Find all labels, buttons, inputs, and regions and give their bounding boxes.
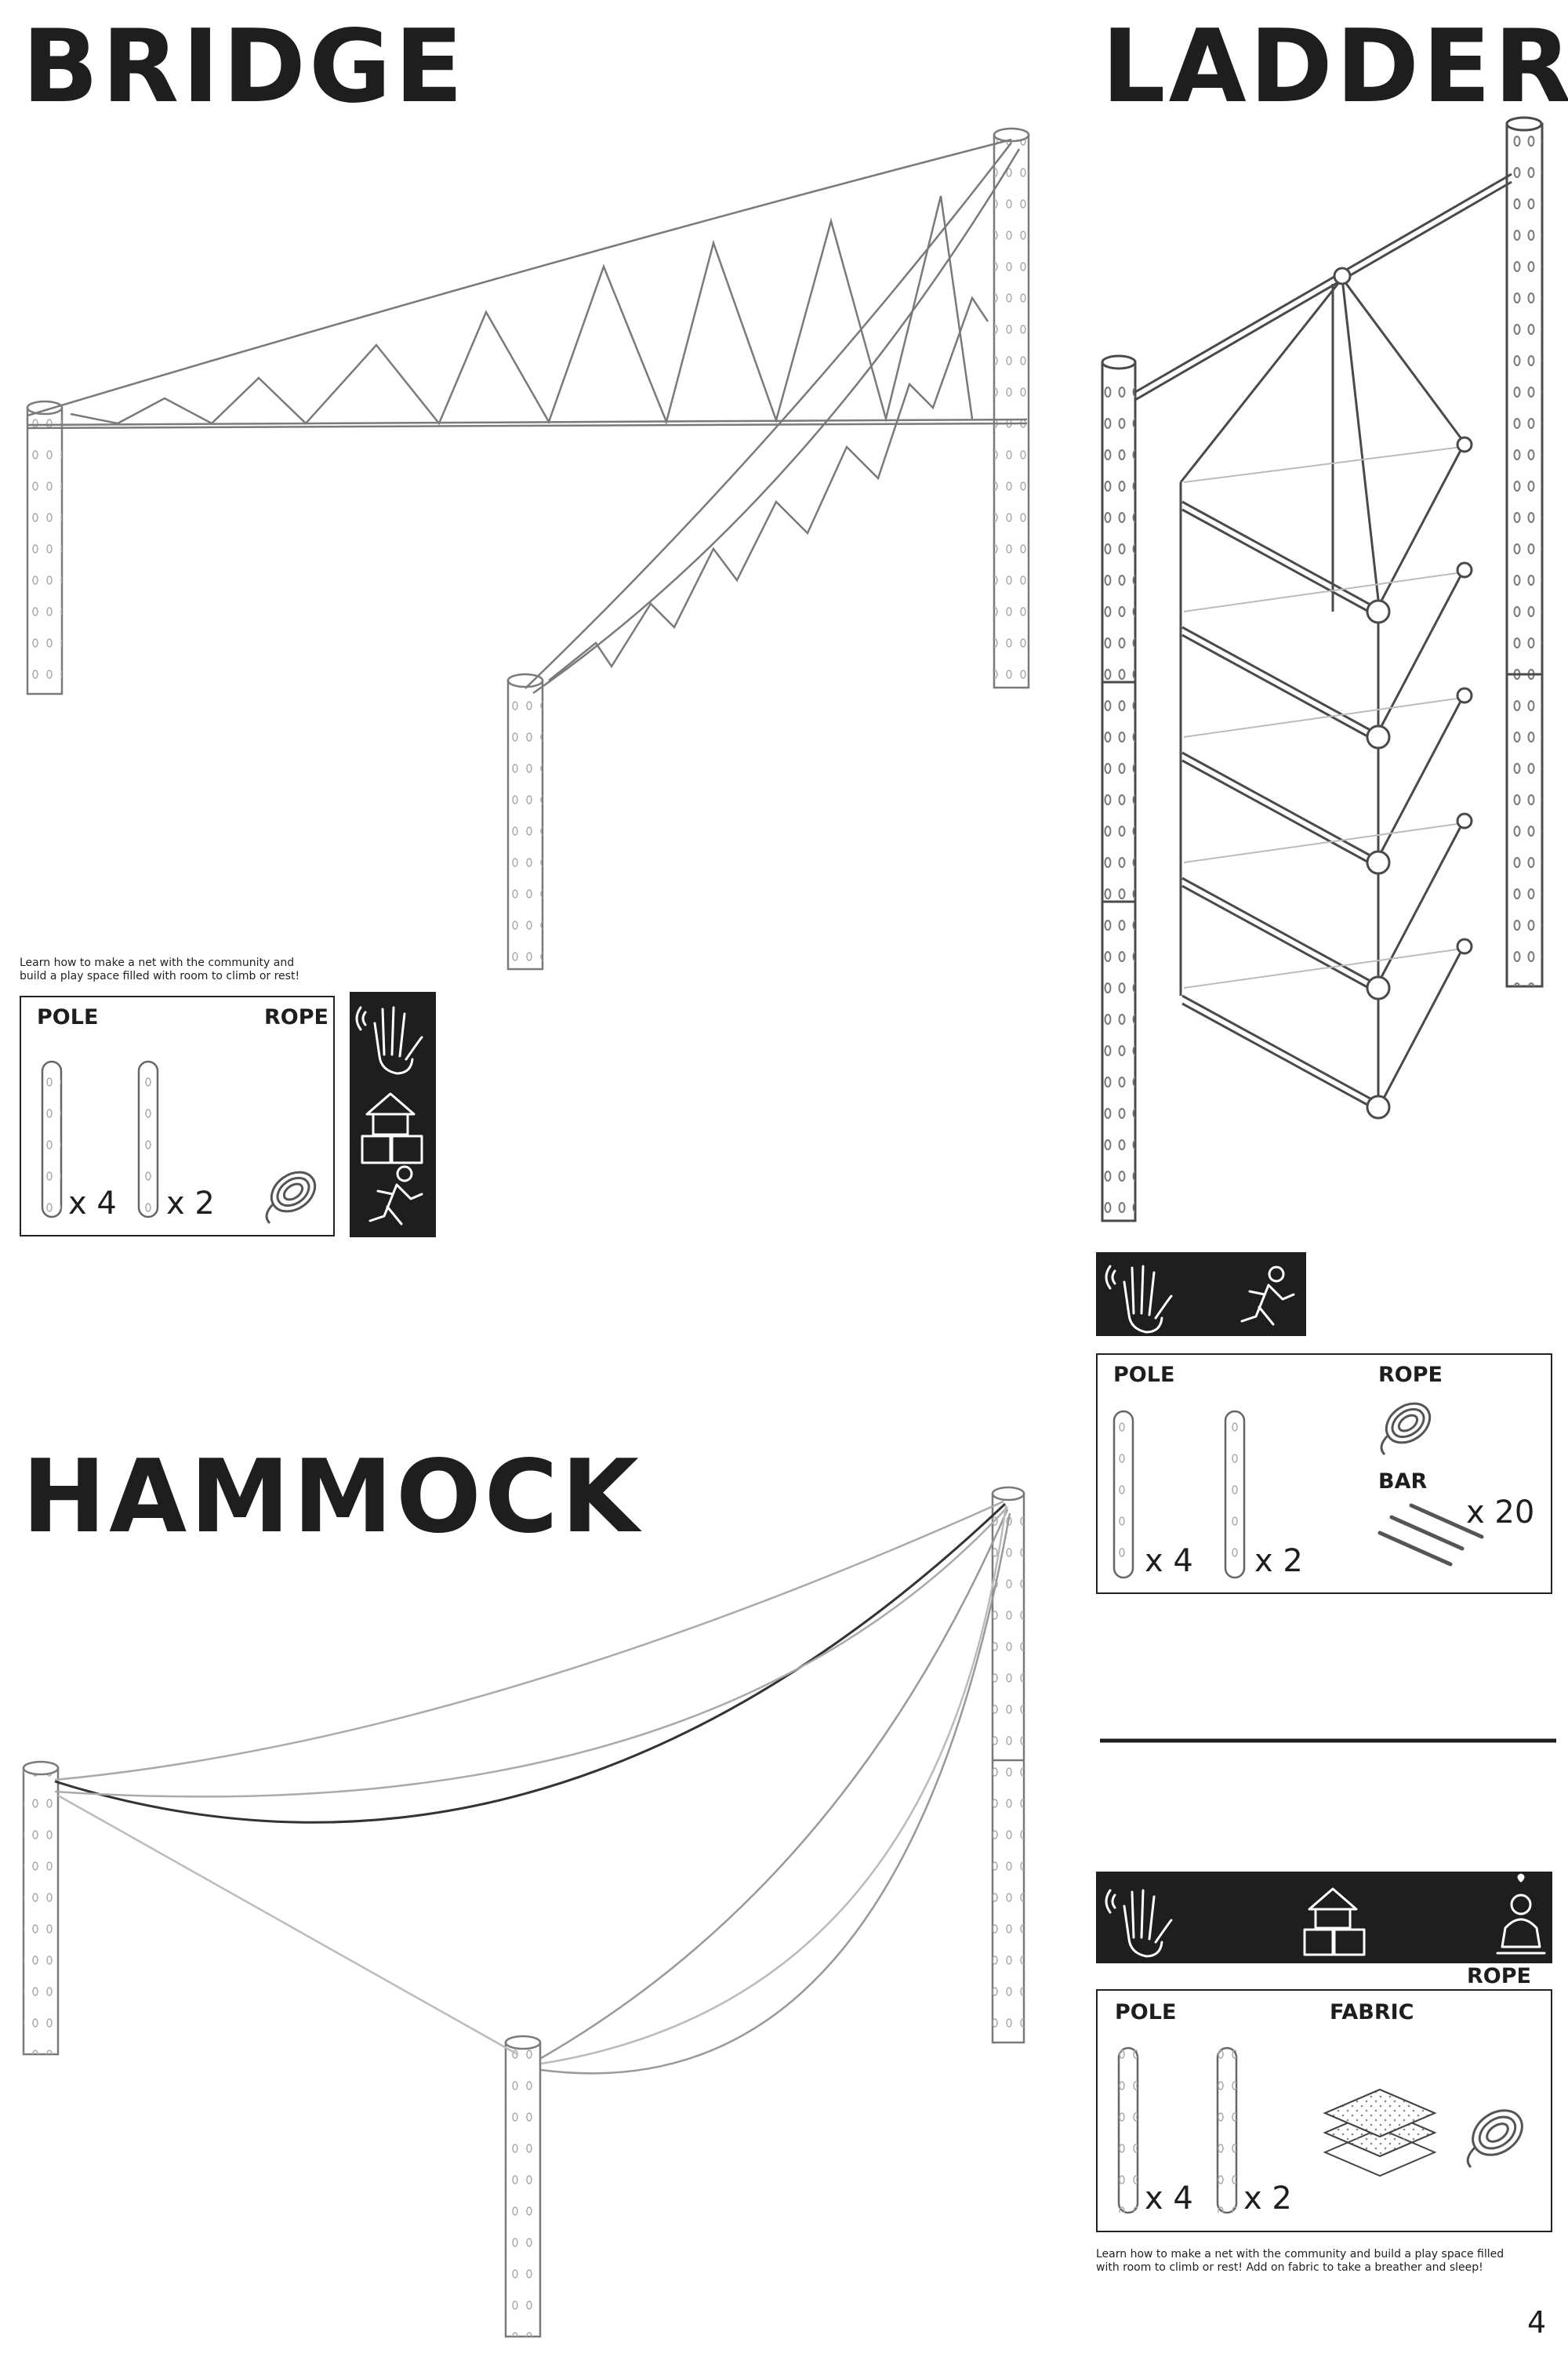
ladder-title: LADDER [1102,9,1568,125]
ladder-materials-box: POLE ROPE BAR x 4 x 2 x 20 [1096,1353,1552,1594]
hand-icon [355,1006,423,1075]
runner-icon [368,1165,423,1226]
hammock-caption: Learn how to make a net with the communi… [1096,2248,1504,2275]
bridge-pole-qty-a: x 4 [68,1186,117,1222]
ladder-pole-left [1101,354,1137,1222]
hammock-caption-line: with room to climb or rest! Add on fabri… [1096,2261,1483,2274]
bridge-activity-bar [350,992,436,1237]
hammock-fabric-label: FABRIC [1330,2000,1414,2024]
ladder-rope-label: ROPE [1378,1363,1443,1387]
ladder-bar-qty: x 20 [1466,1494,1535,1531]
rope-icon [1380,1402,1432,1456]
hammock-activity-bar [1096,1872,1552,1963]
hammock-illustration [22,1486,1025,2338]
hammock-pole-front [504,2035,542,2338]
hammock-rope-label: ROPE [1467,1964,1531,1988]
fabric-stack-icon [1323,2088,1437,2177]
hand-icon [1105,1265,1173,1334]
hammock-pole-left [22,1760,60,2056]
hammock-pole-label: POLE [1115,2000,1177,2024]
ladder-activity-bar [1096,1252,1306,1336]
rope-icon [1466,2109,1523,2169]
hammock-caption-line: Learn how to make a net with the communi… [1096,2248,1504,2260]
runner-icon [1240,1265,1295,1326]
hammock-box-pole-a [1117,2046,1139,2214]
rope-icon [265,1171,317,1225]
ladder-box-pole-a [1112,1410,1134,1579]
bar-bundle-icon [1377,1503,1484,1567]
bridge-title: BRIDGE [22,9,466,125]
ladder-pole-qty-b: x 2 [1254,1543,1303,1579]
ladder-pole-label: POLE [1113,1363,1175,1387]
ladder-pole-right [1505,116,1544,988]
rest-icon [1496,1873,1546,1955]
bridge-materials-box: POLE ROPE x 4 x 2 [20,996,335,1236]
hammock-box-pole-b [1216,2046,1238,2214]
ladder-illustration [1101,116,1544,1222]
page-number: 4 [1527,2305,1547,2340]
bridge-pole-qty-b: x 2 [166,1186,215,1222]
hammock-pole-right [991,1486,1025,2044]
bridge-rope-label: ROPE [264,1005,328,1029]
hammock-title: HAMMOCK [22,1439,642,1556]
ladder-bar-label: BAR [1378,1469,1428,1494]
hammock-materials-box: POLE FABRIC x 4 x 2 [1096,1989,1552,2232]
hand-icon [1105,1889,1173,1958]
bridge-caption: Learn how to make a net with the communi… [20,957,299,983]
bridge-pole-left [26,400,64,695]
blocks-icon [361,1092,423,1164]
bridge-caption-line: Learn how to make a net with the communi… [20,957,295,969]
bridge-box-pole-b [137,1060,159,1218]
ladder-box-pole-b [1224,1410,1246,1579]
bridge-pole-front [506,673,544,971]
blocks-icon [1303,1887,1366,1956]
bridge-illustration [26,127,1030,971]
bridge-pole-label: POLE [37,1005,99,1029]
ladder-pole-qty-a: x 4 [1145,1543,1193,1579]
hammock-pole-qty-a: x 4 [1145,2181,1193,2217]
bridge-pole-right [993,127,1030,689]
hammock-pole-qty-b: x 2 [1243,2181,1292,2217]
bridge-box-pole-a [41,1060,63,1218]
bridge-caption-line: build a play space filled with room to c… [20,970,300,982]
